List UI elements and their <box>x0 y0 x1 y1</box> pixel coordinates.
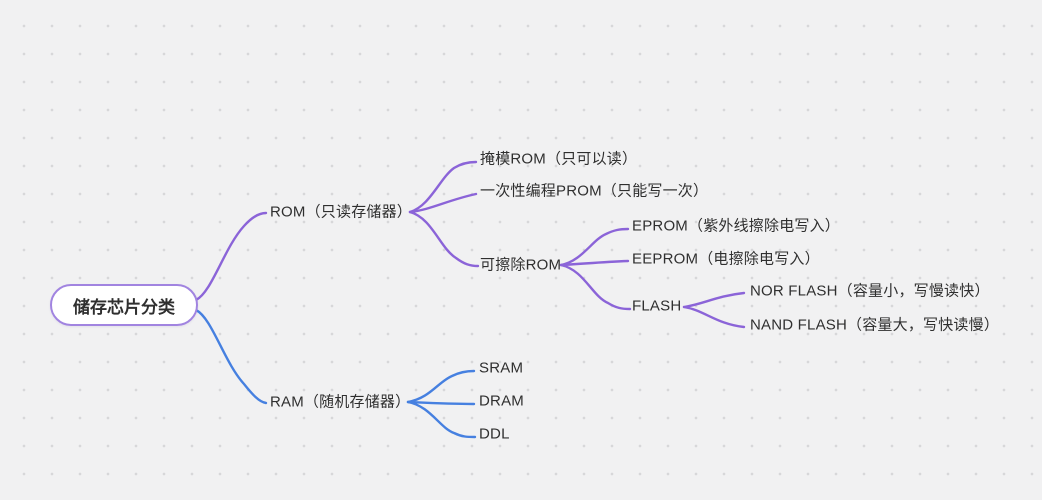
node-rom[interactable]: ROM（只读存储器） <box>270 203 412 221</box>
edge-flash-nandflash <box>682 305 746 329</box>
node-flash[interactable]: FLASH <box>632 297 682 315</box>
edge-flash-norflash <box>682 291 746 309</box>
node-nor-flash[interactable]: NOR FLASH（容量小，写慢读快） <box>750 282 990 300</box>
edge-erasable-eeprom <box>559 259 630 267</box>
node-ddl[interactable]: DDL <box>479 425 510 443</box>
edge-ram-ddl <box>406 400 477 439</box>
node-prom[interactable]: 一次性编程PROM（只能写一次） <box>480 182 709 200</box>
edge-ram-dram <box>406 400 476 406</box>
node-root-label: 储存芯片分类 <box>73 297 175 317</box>
node-ram[interactable]: RAM（随机存储器） <box>270 393 411 411</box>
edge-erasable-flash <box>559 263 632 311</box>
node-root[interactable]: 储存芯片分类 <box>50 284 198 326</box>
node-eprom[interactable]: EPROM（紫外线擦除电写入） <box>632 217 841 235</box>
node-sram[interactable]: SRAM <box>479 359 524 377</box>
edge-rom-erasable <box>408 210 480 268</box>
node-erasable-rom[interactable]: 可擦除ROM <box>480 256 562 274</box>
node-nand-flash[interactable]: NAND FLASH（容量大，写快读慢） <box>750 316 1000 334</box>
node-eeprom[interactable]: EEPROM（电擦除电写入） <box>632 250 820 268</box>
edge-root-rom <box>194 211 268 302</box>
edge-root-ram <box>194 308 268 405</box>
node-dram[interactable]: DRAM <box>479 392 524 410</box>
edge-rom-maskrom <box>408 160 478 214</box>
edge-ram-sram <box>406 369 476 404</box>
node-mask-rom[interactable]: 掩模ROM（只可以读） <box>480 150 638 168</box>
edge-erasable-eprom <box>559 227 630 267</box>
edge-rom-prom <box>408 192 478 214</box>
